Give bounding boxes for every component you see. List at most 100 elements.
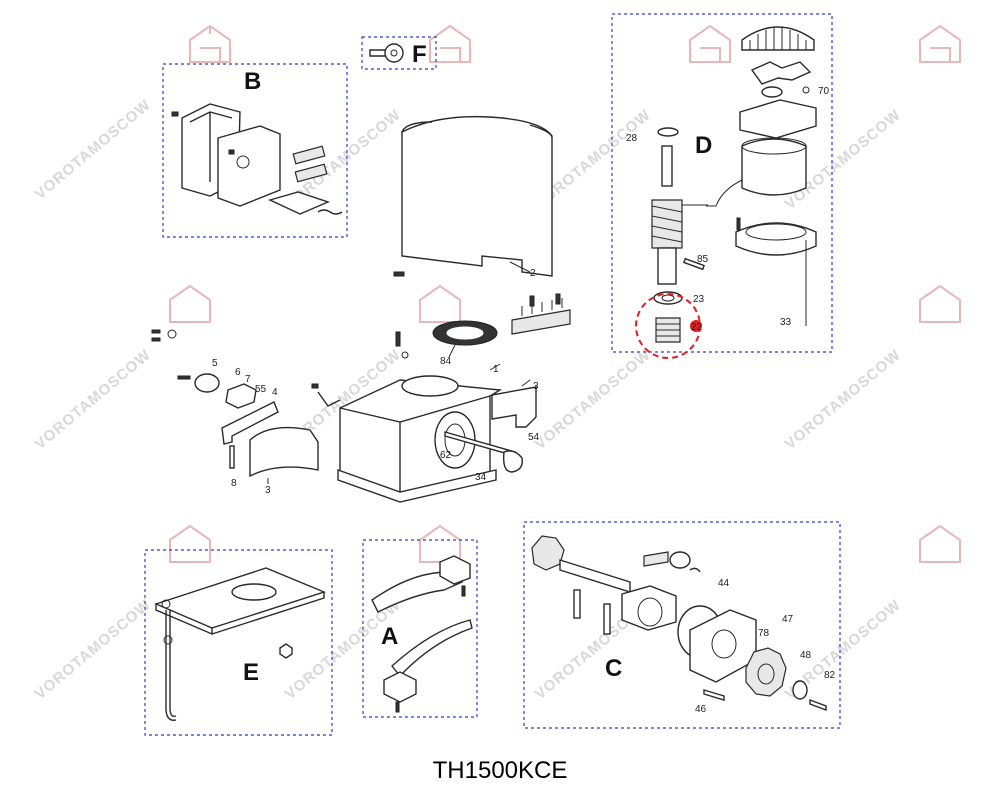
group-b-frame: [162, 63, 348, 238]
fan-cover: [741, 26, 815, 51]
group-d: D 70 33 28 85 23: [611, 13, 833, 359]
lever-lock-top: [439, 555, 471, 585]
bearing-bore: [637, 597, 663, 627]
callout-78: 78: [758, 628, 770, 639]
callout-28: 28: [626, 133, 638, 144]
screw: [151, 329, 161, 342]
group-e-label: E: [243, 659, 259, 686]
watermark-text: VOROTAMOSCOW: [532, 346, 655, 453]
fan-bushing: [761, 86, 783, 98]
callout-70: 70: [818, 86, 830, 97]
terminal-pins: [521, 298, 563, 316]
part-8-pin: [229, 445, 235, 469]
switch-tab: [294, 163, 328, 183]
leader: [521, 379, 531, 387]
part-28-washer: [657, 127, 679, 137]
anchor-bolt-inner: [169, 610, 177, 718]
callout-3b: 3: [533, 381, 539, 392]
nut: [161, 599, 171, 609]
bearing-housing: [621, 585, 677, 631]
callout-84: 84: [440, 356, 452, 367]
watermark-logo: [419, 284, 461, 323]
callout-22: 22: [691, 322, 703, 333]
group-c-label: C: [605, 655, 622, 682]
part-4-bracket: [221, 401, 279, 445]
group-b-label: B: [244, 68, 261, 95]
screw: [395, 331, 401, 347]
callout-1: 1: [493, 364, 499, 375]
part-85-pin: [683, 257, 705, 271]
watermark-text: VOROTAMOSCOW: [32, 596, 155, 703]
part-82-bolt: [809, 698, 827, 712]
housing-base-flange: [337, 469, 497, 503]
cooling-fan: [750, 61, 812, 85]
watermark-logo: [429, 24, 471, 63]
part-3-cover-right: [491, 386, 537, 428]
gear-bore: [757, 663, 775, 685]
leader: [448, 344, 456, 358]
stator-top: [741, 137, 807, 155]
screw: [395, 701, 400, 713]
part-46-bolt: [703, 689, 725, 701]
gasket-and-terminal: 84: [432, 293, 571, 367]
rotor-worm: [651, 199, 683, 249]
group-f-label: F: [412, 41, 427, 68]
callout-3a: 3: [265, 485, 271, 496]
flange-screw: [736, 217, 741, 231]
bracket-edge: [189, 111, 233, 182]
group-c: C 44 78 47 48 82 46: [523, 521, 841, 729]
key-pin: [603, 603, 611, 635]
hex-nut: [279, 643, 293, 659]
part-5-cap: [194, 373, 220, 393]
output-shaft: [559, 559, 631, 593]
group-f-frame: [361, 36, 437, 70]
callout-62: 62: [440, 450, 452, 461]
callout-33: 33: [780, 317, 792, 328]
group-a-frame: [362, 539, 478, 718]
screw: [461, 585, 466, 597]
left-parts: 5 6 7 55 4 3 8: [177, 358, 319, 496]
flange-inner: [745, 223, 807, 241]
callout-48: 48: [800, 650, 812, 661]
group-a: A: [362, 539, 478, 718]
shaft-link: [502, 450, 523, 473]
callout-6: 6: [235, 367, 241, 378]
leader: [509, 261, 531, 273]
rotor-shaft: [661, 145, 673, 187]
top-washer: [669, 551, 691, 569]
small-hardware: [151, 329, 409, 359]
leader: [489, 363, 501, 371]
plate-hole: [236, 155, 250, 169]
worm-threads: [651, 205, 683, 243]
drive-gear: [531, 535, 565, 571]
callout-44: 44: [718, 578, 730, 589]
callout-8: 8: [231, 478, 237, 489]
callout-23: 23: [693, 294, 705, 305]
key-pin: [573, 589, 581, 619]
release-lever-bottom: [391, 619, 473, 678]
watermark-logo: [919, 524, 961, 563]
rotor-shaft-lower: [657, 247, 677, 285]
motor-wire: [706, 179, 743, 207]
watermark-text: VOROTAMOSCOW: [32, 96, 155, 203]
callout-34: 34: [475, 472, 487, 483]
nut: [167, 329, 177, 339]
lever-lock-bottom: [383, 671, 417, 703]
watermark-logo: [419, 524, 461, 563]
highlight-dot: [690, 320, 702, 332]
motor-stator: [741, 138, 807, 196]
callout-2: 2: [530, 268, 536, 279]
watermark-logo: [919, 24, 961, 63]
nut: [163, 635, 173, 645]
cover-edge: [401, 121, 433, 133]
washer: [401, 351, 409, 359]
screw: [171, 111, 235, 155]
group-c-frame: [523, 521, 841, 729]
watermark-logo: [169, 284, 211, 323]
release-lever-top: [371, 571, 464, 613]
motor-cover: [401, 115, 553, 277]
callout-82: 82: [824, 670, 836, 681]
key-head: [384, 43, 404, 63]
group-e: E: [144, 549, 333, 736]
